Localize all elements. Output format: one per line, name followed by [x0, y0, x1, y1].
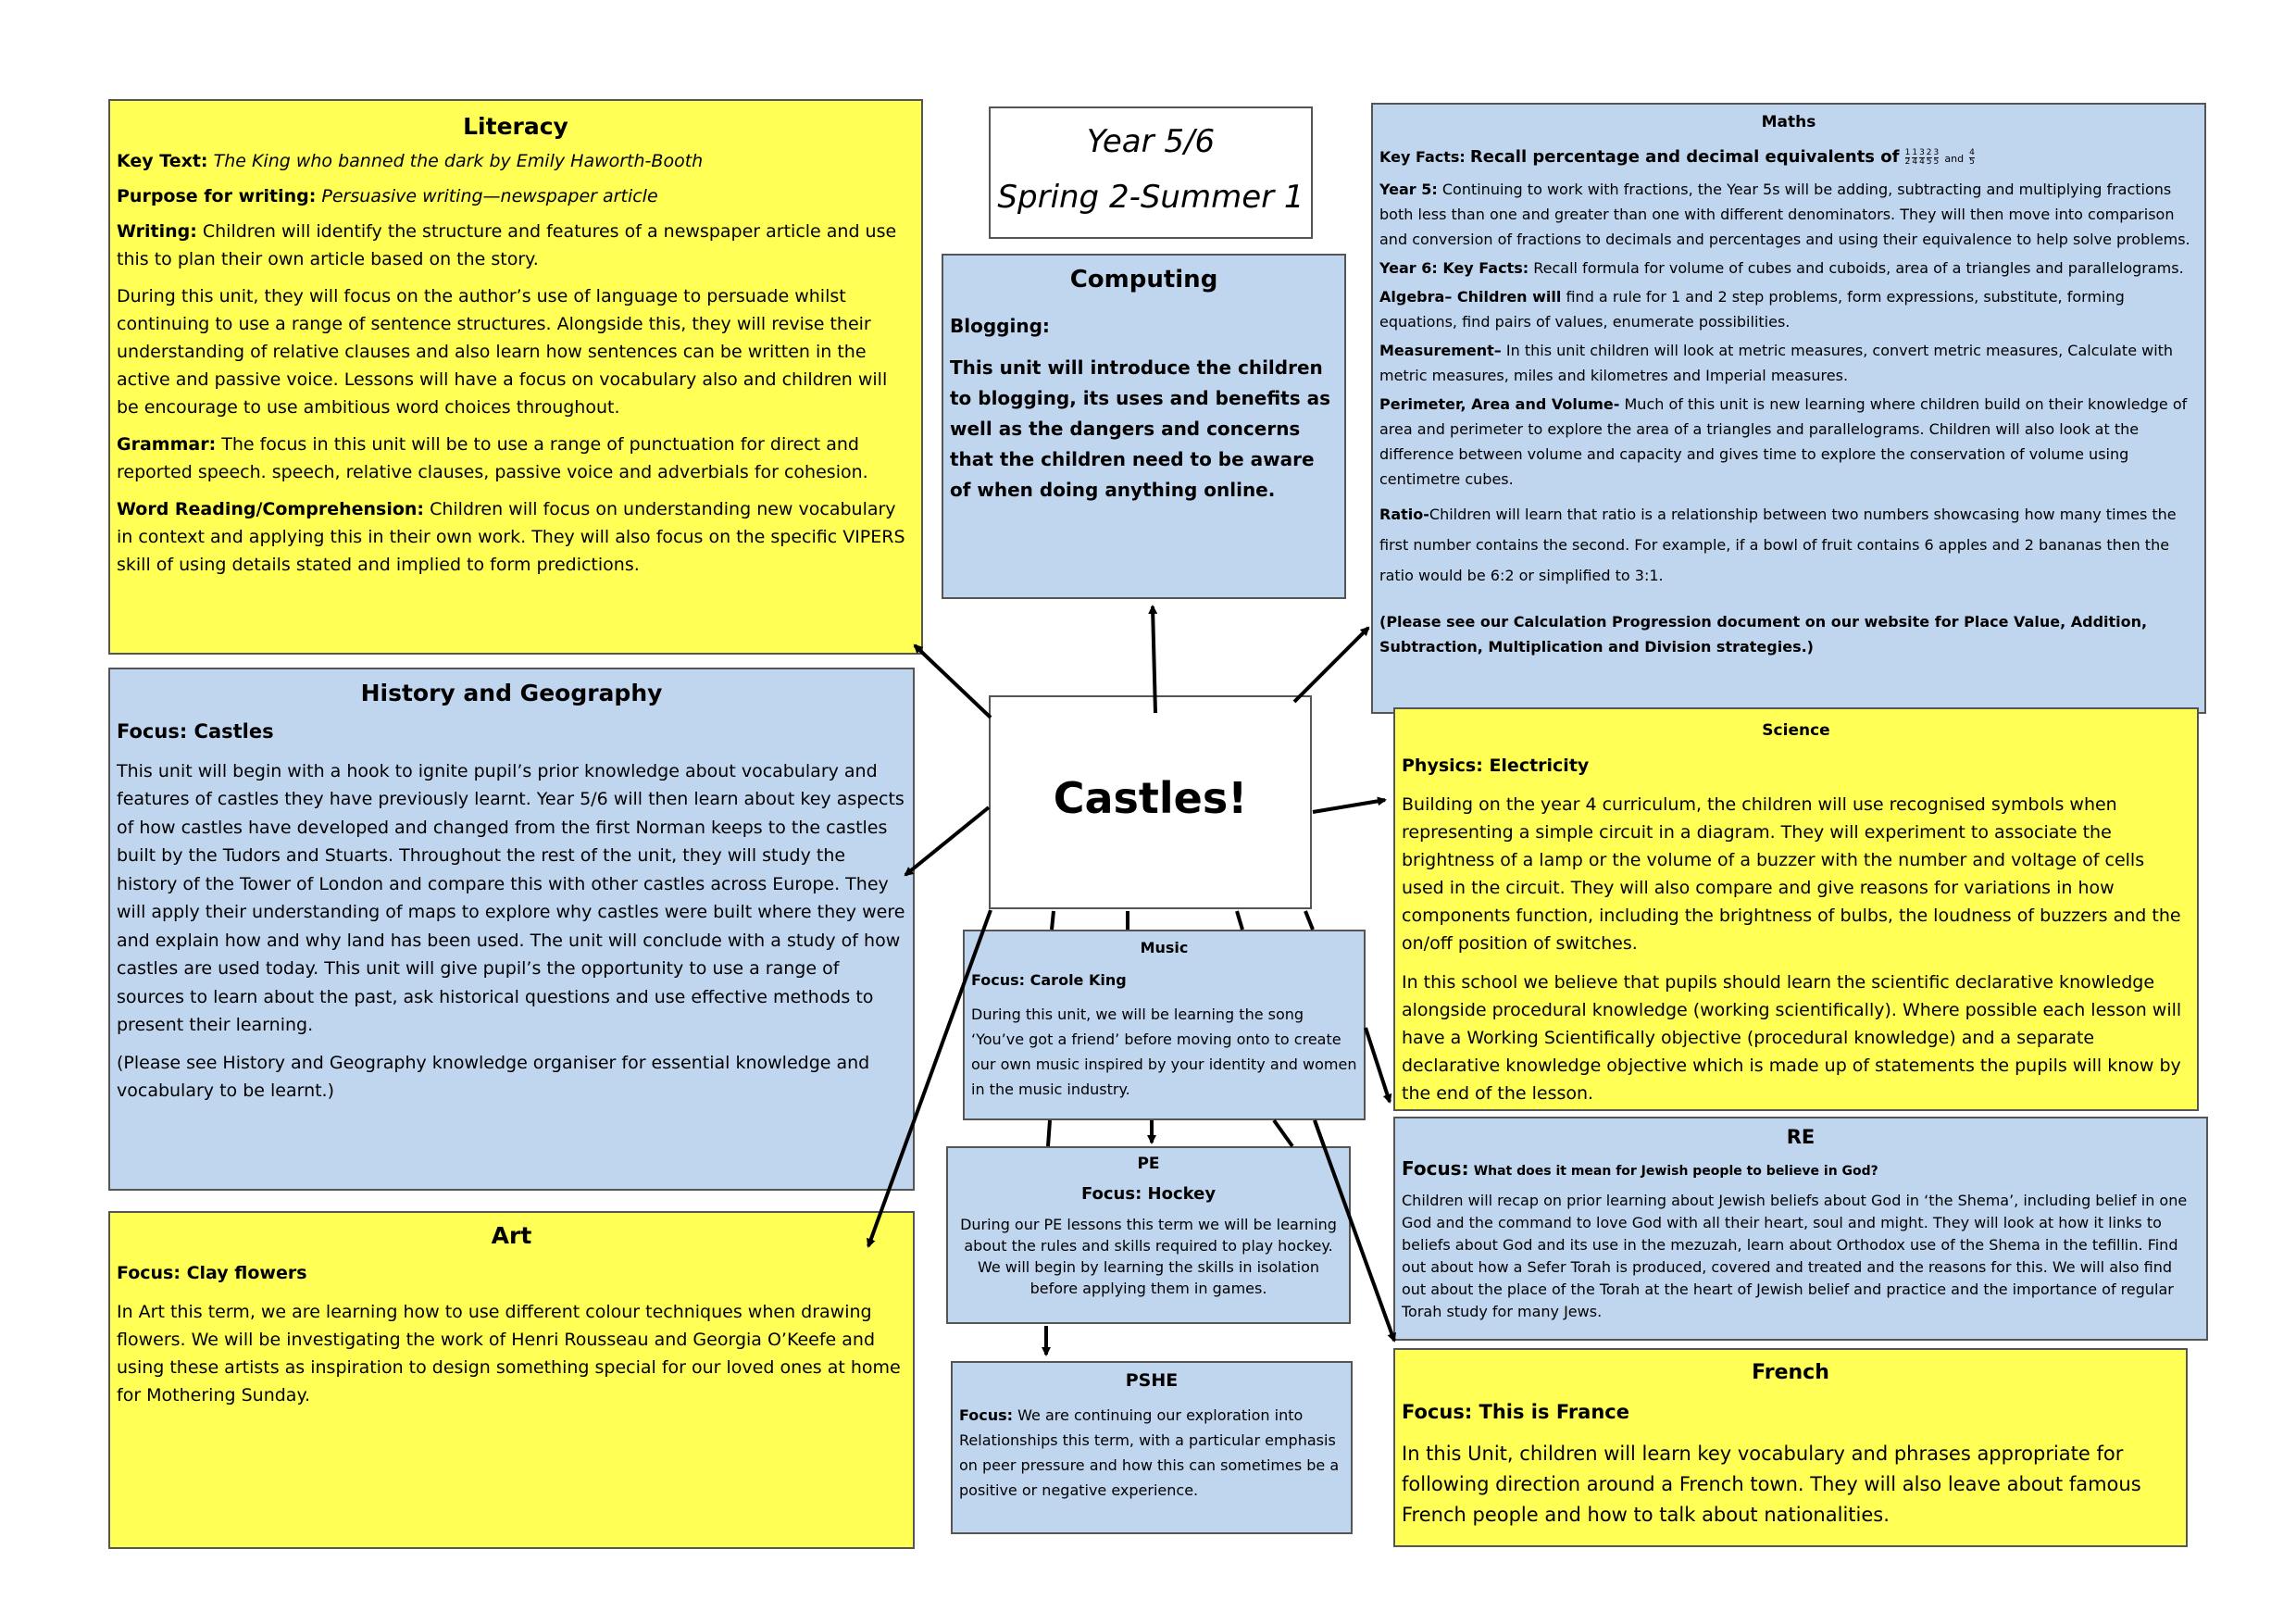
measurement-label: Measurement– [1379, 342, 1502, 359]
literacy-title: Literacy [463, 113, 568, 140]
literacy-panel: Literacy Key Text: The King who banned t… [108, 99, 923, 655]
castles-title: Castles! [1053, 772, 1248, 823]
connector-top-3 [1235, 910, 1244, 931]
fraction-numerator: 1 [1904, 148, 1911, 158]
arrow-to-history [904, 806, 991, 877]
fraction-denominator: 5 [1969, 157, 1975, 167]
fraction-numerator: 3 [1933, 148, 1940, 158]
key-facts-label: Key Facts: [1379, 148, 1466, 166]
arrow-to-literacy [913, 643, 992, 719]
history-geography-panel: History and Geography Focus: Castles Thi… [108, 668, 915, 1191]
pe-body: During our PE lessons this term we will … [960, 1216, 1337, 1297]
art-panel: Art Focus: Clay flowers In Art this term… [108, 1211, 915, 1549]
french-focus: Focus: This is France [1402, 1401, 1629, 1423]
connector-bottom-1 [1046, 1119, 1052, 1147]
algebra-label: Algebra– Children will [1379, 288, 1562, 306]
purpose-label: Purpose for writing: [117, 186, 317, 206]
re-title: RE [1786, 1126, 1816, 1148]
fraction-denominator: 5 [1933, 157, 1940, 167]
term-title: Spring 2-Summer 1 [997, 179, 1304, 216]
art-title: Art [491, 1222, 532, 1249]
fraction-numerator: 4 [1969, 148, 1975, 158]
year6-text: Recall formula for volume of cubes and c… [1533, 259, 2184, 277]
grammar-label: Grammar: [117, 434, 217, 455]
computing-title: Computing [1069, 266, 1218, 294]
ratio-text: Children will learn that ratio is a rela… [1379, 506, 2177, 584]
french-body: In this Unit, children will learn key vo… [1402, 1443, 2141, 1526]
year6-label: Year 6: Key Facts: [1379, 259, 1529, 277]
year-title: Year 5/6 [1086, 123, 1216, 160]
key-text: The King who banned the dark by Emily Ha… [213, 151, 704, 171]
maths-panel: Maths Key Facts: Recall percentage and d… [1371, 103, 2206, 714]
computing-subtitle: Blogging: [950, 315, 1050, 337]
music-title: Music [1140, 939, 1189, 956]
year5-text: Continuing to work with fractions, the Y… [1379, 181, 2190, 248]
key-facts-text: Recall percentage and decimal equivalent… [1469, 147, 1900, 167]
music-focus: Focus: Carole King [971, 971, 1127, 989]
writing-label: Writing: [117, 221, 197, 242]
word-reading-text: Children will focus on understanding new… [117, 499, 905, 575]
art-body: In Art this term, we are learning how to… [117, 1302, 901, 1405]
arrow-to-maths [1292, 626, 1370, 704]
fraction-numerator: 1 [1912, 148, 1918, 158]
pshe-title: PSHE [1125, 1370, 1179, 1391]
science-body-1: Building on the year 4 curriculum, the c… [1402, 794, 2181, 954]
french-panel: French Focus: This is France In this Uni… [1393, 1348, 2188, 1547]
connector-top-4 [1304, 910, 1315, 931]
ratio-label: Ratio- [1379, 506, 1429, 523]
connector-top-1 [1050, 910, 1055, 931]
re-panel: RE Focus: What does it mean for Jewish p… [1393, 1117, 2208, 1341]
science-focus: Physics: Electricity [1402, 756, 1590, 776]
arrow-to-science [1312, 796, 1387, 814]
french-title: French [1752, 1361, 1829, 1384]
history-title: History and Geography [360, 680, 663, 706]
computing-panel: Computing Blogging: This unit will intro… [942, 254, 1346, 599]
re-focus-label: Focus: [1402, 1157, 1469, 1180]
re-focus-text: What does it mean for Jewish people to b… [1473, 1164, 1878, 1179]
pshe-panel: PSHE Focus: We are continuing our explor… [951, 1361, 1353, 1534]
art-focus: Focus: Clay flowers [117, 1263, 307, 1283]
maths-note: (Please see our Calculation Progression … [1379, 613, 2148, 656]
fraction-numerator: 3 [1919, 148, 1925, 158]
algebra-text: find a rule for 1 and 2 step problems, f… [1379, 288, 2125, 331]
computing-body: This unit will introduce the children to… [950, 356, 1330, 501]
connector-bottom-3 [1313, 1119, 1326, 1147]
fraction-denominator: 5 [1926, 157, 1932, 167]
maths-title: Maths [1761, 113, 1816, 131]
history-focus: Focus: Castles [117, 720, 274, 743]
word-reading-label: Word Reading/Comprehension: [117, 499, 425, 519]
re-body: Children will recap on prior learning ab… [1402, 1192, 2188, 1320]
pshe-focus-label: Focus: [959, 1406, 1014, 1424]
pe-focus: Focus: Hockey [1080, 1184, 1217, 1204]
connector-bottom-2 [1272, 1118, 1294, 1148]
connector-music-right [1364, 1027, 1392, 1104]
pe-title: PE [1137, 1155, 1160, 1173]
grammar-text: The focus in this unit will be to use a … [117, 434, 868, 482]
perimeter-text: Much of this unit is new learning where … [1379, 395, 2188, 488]
science-panel: Science Physics: Electricity Building on… [1393, 707, 2199, 1111]
science-body-2: In this school we believe that pupils sh… [1402, 972, 2182, 1104]
key-text-label: Key Text: [117, 151, 208, 171]
fraction-numerator: 2 [1926, 148, 1932, 158]
writing-text: Children will identify the structure and… [117, 221, 897, 269]
pe-panel: PE Focus: Hockey During our PE lessons t… [946, 1146, 1351, 1324]
literacy-paragraph: During this unit, they will focus on the… [117, 286, 888, 418]
music-panel: Music Focus: Carole King During this uni… [963, 930, 1366, 1120]
fraction-denominator: 4 [1912, 157, 1918, 167]
year-header: Year 5/6 Spring 2-Summer 1 [989, 106, 1313, 239]
science-title: Science [1762, 721, 1830, 740]
purpose-text: Persuasive writing—newspaper article [321, 186, 658, 206]
perimeter-label: Perimeter, Area and Volume- [1379, 395, 1620, 413]
fraction-denominator: 4 [1919, 157, 1925, 167]
year5-label: Year 5: [1379, 181, 1438, 198]
fraction-denominator: 2 [1904, 157, 1911, 167]
history-body: This unit will begin with a hook to igni… [117, 760, 905, 1036]
measurement-text: In this unit children will look at metri… [1379, 342, 2174, 384]
pshe-body: We are continuing our exploration into R… [959, 1406, 1340, 1499]
castles-center-box: Castles! [989, 695, 1312, 909]
history-note: (Please see History and Geography knowle… [117, 1052, 870, 1102]
music-body: During this unit, we will be learning th… [971, 1006, 1357, 1098]
and-word: and [1944, 153, 1965, 165]
